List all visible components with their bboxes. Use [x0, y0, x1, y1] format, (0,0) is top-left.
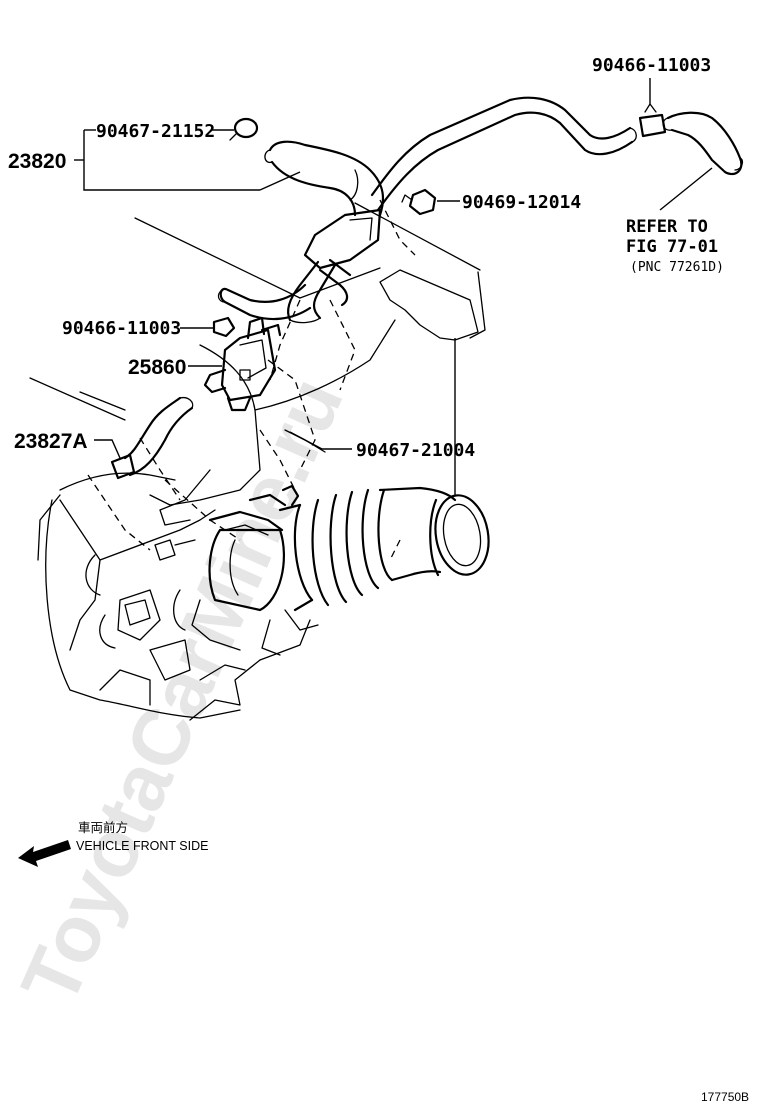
direction-japanese: 車両前方	[78, 820, 128, 835]
callout-90467-21004: 90467-21004	[356, 440, 475, 461]
clip-90466-11003-mid	[212, 316, 236, 338]
engine-outline	[29, 202, 486, 721]
direction-indicator: 車両前方 VEHICLE FRONT SIDE	[18, 820, 208, 867]
watermark-text: ToyotaCarMine.ru	[4, 365, 360, 1017]
intake-hose	[173, 484, 490, 656]
callout-90466-11003-top: 90466-11003	[592, 55, 711, 76]
figure-code: 177750B	[701, 1090, 749, 1104]
refer-line-2: FIG 77-01	[626, 237, 718, 257]
callout-90466-11003-mid: 90466-11003	[62, 318, 181, 339]
hose-23827A	[110, 396, 194, 480]
callout-23827A: 23827A	[14, 430, 88, 453]
direction-english: VEHICLE FRONT SIDE	[76, 839, 208, 853]
callout-25860: 25860	[128, 356, 186, 379]
callout-23820: 23820	[8, 150, 66, 173]
clamp-90467-21152	[229, 117, 259, 141]
callout-90467-21152: 90467-21152	[96, 121, 215, 142]
clip-90469-12014	[401, 188, 437, 216]
callout-90469-12014: 90469-12014	[462, 192, 581, 213]
hose-23820	[217, 96, 637, 324]
hose-refer	[638, 103, 744, 176]
refer-line-1: REFER TO	[626, 217, 708, 237]
leader-lines	[74, 78, 713, 495]
front-arrow-icon	[18, 840, 71, 867]
refer-line-3: (PNC 77261D)	[630, 260, 724, 275]
valve-25860	[203, 316, 282, 412]
